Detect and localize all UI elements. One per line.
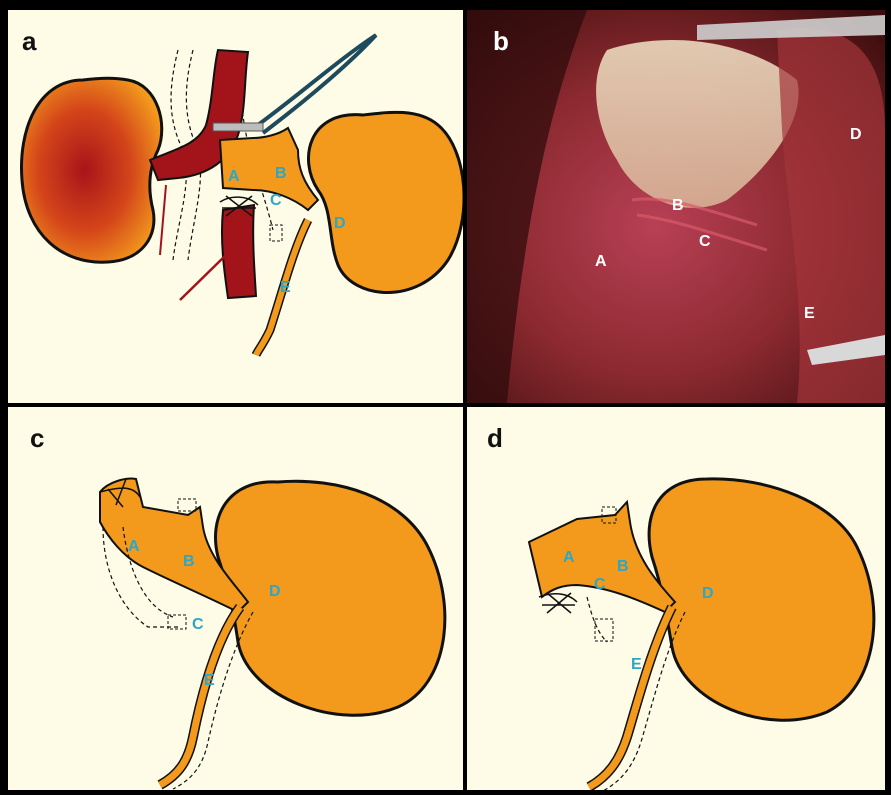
marker-d: D [269,583,281,600]
dashed-clip [595,619,613,641]
marker-c: C [270,192,282,209]
marker-a: A [563,549,575,566]
panel-label-b: b [493,26,509,57]
marker-a: A [128,538,140,555]
thin-red-line-2 [160,185,166,255]
marker-a: A [228,168,240,185]
marker-c: C [192,616,204,633]
panel-label-c: c [30,423,44,454]
marker-b: B [617,558,629,575]
panel-label-a: a [22,26,36,57]
kidney [649,479,874,720]
panel-c: A B C D E c [8,407,463,790]
photo-marker-b: B [672,197,684,214]
marker-c: C [594,576,606,593]
left-kidney [22,78,162,262]
panel-d-illustration: A B C D E [467,407,885,790]
clamp-bar [213,123,263,131]
photo-marker-e: E [804,305,815,322]
marker-e: E [204,672,215,689]
dashed-clip-top [178,499,196,511]
marker-b: B [275,165,287,182]
marker-d: D [334,215,346,232]
marker-e: E [280,279,291,296]
marker-b: B [183,553,195,570]
marker-d: D [702,585,714,602]
photo-marker-c: C [699,233,711,250]
photo-marker-d: D [850,126,862,143]
right-kidney [308,112,463,292]
marker-e: E [631,656,642,673]
panel-label-d: d [487,423,503,454]
surgical-photo: A B C D E [467,10,885,403]
photo-marker-a: A [595,253,607,270]
panel-d: A B C D E d [467,407,885,790]
kidney [216,481,445,715]
thin-red-line [180,255,226,300]
panel-b: A B C D E b [467,10,885,403]
panel-a: A B C D E a [8,10,463,403]
lower-vessel [222,205,256,298]
panel-a-illustration: A B C D E [8,10,463,403]
panel-c-illustration: A B C D E [8,407,463,790]
